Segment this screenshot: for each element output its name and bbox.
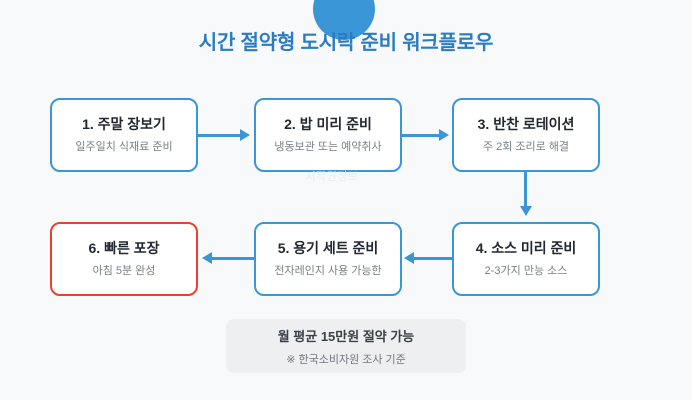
flow-node-subtitle: 주 2회 조리로 해결 — [482, 141, 570, 154]
arrow-right-icon — [240, 129, 250, 141]
flow-node-title: 3. 반찬 로테이션 — [477, 115, 575, 132]
summary-note-sub: ※ 한국소비자원 조사 기준 — [286, 353, 406, 366]
summary-note-main: 월 평균 15만원 절약 가능 — [277, 328, 415, 344]
connector-3-to-4-line — [524, 172, 527, 208]
flow-node-title: 4. 소스 미리 준비 — [475, 239, 577, 256]
connector-1-to-2-line — [198, 134, 242, 137]
arrow-left-icon — [404, 252, 414, 264]
flow-node-5[interactable]: 5. 용기 세트 준비 전자레인지 사용 가능한 — [254, 222, 402, 296]
flow-node-subtitle: 아침 5분 완성 — [92, 265, 156, 278]
arrow-right-icon — [439, 129, 449, 141]
flow-node-subtitle: 전자레인지 사용 가능한 — [274, 265, 382, 278]
flow-node-title: 2. 밥 미리 준비 — [284, 115, 372, 132]
page-title: 시간 절약형 도시락 준비 워크플로우 — [198, 32, 494, 54]
arrow-left-icon — [202, 252, 212, 264]
flow-node-title: 6. 빠른 포장 — [88, 239, 160, 256]
flow-node-title: 1. 주말 장보기 — [82, 115, 166, 132]
summary-note: 월 평균 15만원 절약 가능 ※ 한국소비자원 조사 기준 — [226, 319, 466, 373]
flow-node-6[interactable]: 6. 빠른 포장 아침 5분 완성 — [50, 222, 198, 296]
flow-node-2[interactable]: 2. 밥 미리 준비 냉동보관 또는 예약취사 — [254, 98, 402, 172]
connector-4-to-5-line — [414, 257, 452, 260]
flow-node-subtitle: 2-3가지 만능 소스 — [484, 265, 568, 278]
arrow-down-icon — [520, 206, 532, 216]
flow-node-subtitle: 일주일치 식재료 준비 — [75, 141, 173, 154]
connector-5-to-6-line — [212, 257, 254, 260]
flow-node-1[interactable]: 1. 주말 장보기 일주일치 식재료 준비 — [50, 98, 198, 172]
flow-node-3[interactable]: 3. 반찬 로테이션 주 2회 조리로 해결 — [452, 98, 600, 172]
flow-node-title: 5. 용기 세트 준비 — [277, 239, 379, 256]
connector-2-to-3-line — [402, 134, 440, 137]
flow-node-4[interactable]: 4. 소스 미리 준비 2-3가지 만능 소스 — [452, 222, 600, 296]
flow-node-subtitle: 냉동보관 또는 예약취사 — [274, 141, 382, 154]
